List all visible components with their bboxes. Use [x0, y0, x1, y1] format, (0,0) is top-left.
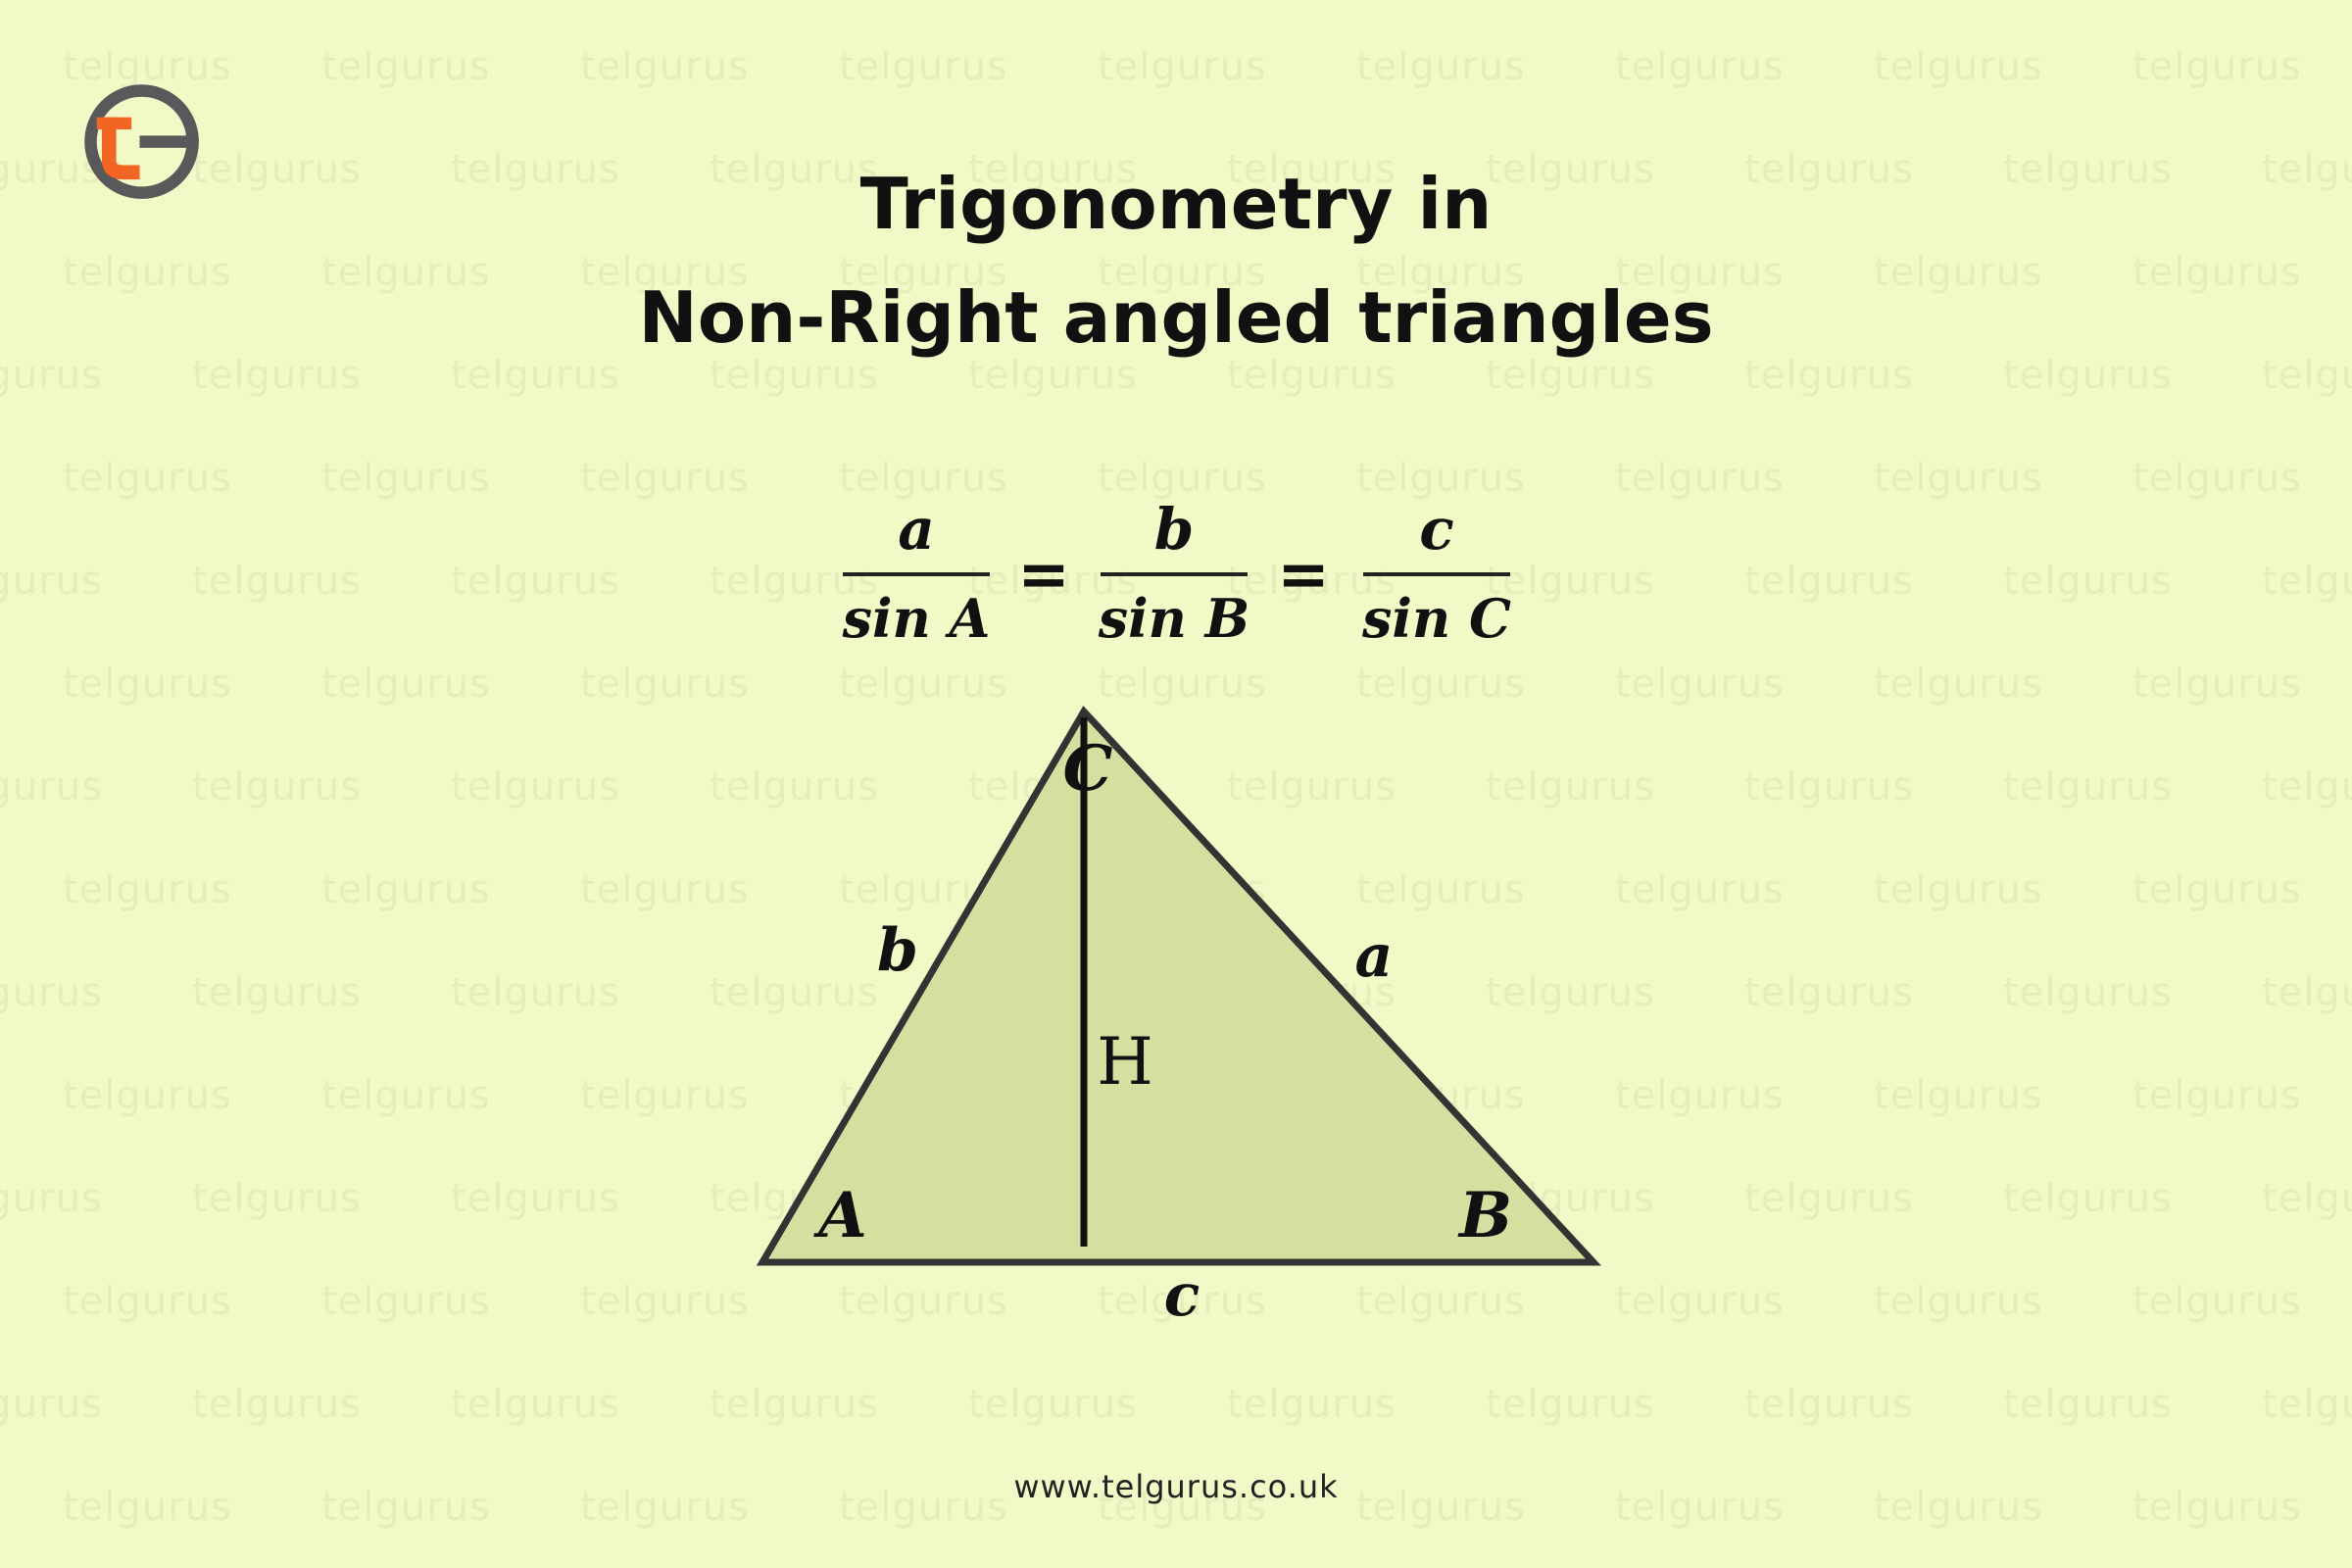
watermark-text: telgurus [192, 559, 362, 604]
sine-rule-formula: a sin A = b sin B = c sin C [842, 496, 1511, 650]
watermark-text: telgurus [580, 456, 750, 501]
watermark-text: telgurus [1874, 662, 2043, 707]
watermark-text: telgurus [1615, 456, 1785, 501]
watermark-text: telgurus [2003, 1382, 2173, 1427]
watermark-text: telgurus [1356, 44, 1526, 89]
watermark-text: telgurus [0, 1176, 103, 1221]
watermark-text: telgurus [1874, 456, 2043, 501]
title-line-2: Non-Right angled triangles [638, 276, 1714, 359]
watermark-text: telgurus [1486, 1382, 1655, 1427]
watermark-text: telgurus [1744, 970, 1914, 1015]
watermark-text: telgurus [2132, 1073, 2302, 1118]
watermark-text: telgurus [451, 764, 620, 809]
side-label-a: a [1355, 922, 1394, 991]
watermark-text: telgurus [1615, 867, 1785, 912]
watermark-text: telgurus [2132, 867, 2302, 912]
formula-denominator-sinC: sin C [1361, 587, 1511, 650]
equals-sign-2: = [1277, 539, 1330, 612]
watermark-text: telgurus [580, 44, 750, 89]
watermark-text: telgurus [63, 1073, 232, 1118]
equals-sign-1: = [1017, 539, 1070, 612]
watermark-text: telgurus [1874, 867, 2043, 912]
side-label-c: c [1164, 1261, 1200, 1330]
formula-denominator-sinA: sin A [842, 587, 991, 650]
watermark-text: telgurus [451, 1382, 620, 1427]
vertex-label-B: B [1457, 1179, 1512, 1252]
triangle-shape [756, 706, 1602, 1266]
watermark-text: telgurus [1615, 662, 1785, 707]
watermark-text: telgurus [1615, 1279, 1785, 1324]
watermark-text: telgurus [63, 662, 232, 707]
watermark-text: telgurus [192, 1382, 362, 1427]
watermark-text: telgurus [580, 867, 750, 912]
watermark-text: telgurus [1874, 44, 2043, 89]
watermark-text: telgurus [1874, 1073, 2043, 1118]
watermark-text: telgurus [2003, 1176, 2173, 1221]
watermark-text: telgurus [710, 1382, 879, 1427]
watermark-text: telgurus [2132, 456, 2302, 501]
watermark-text: telgurus [2262, 559, 2352, 604]
watermark-text: telgurus [1615, 44, 1785, 89]
watermark-text: telgurus [580, 1279, 750, 1324]
watermark-text: telgurus [2132, 662, 2302, 707]
watermark-text: telgurus [0, 764, 103, 809]
watermark-text: telgurus [839, 44, 1008, 89]
watermark-text: telgurus [1098, 44, 1267, 89]
watermark-text: telgurus [1615, 1073, 1785, 1118]
watermark-text: telgurus [63, 456, 232, 501]
formula-numerator-a: a [898, 496, 935, 563]
watermark-text: telgurus [1744, 1176, 1914, 1221]
watermark-text: telgurus [321, 867, 491, 912]
side-label-b: b [877, 916, 918, 985]
watermark-text: telgurus [1227, 1382, 1396, 1427]
watermark-text: telgurus [1744, 764, 1914, 809]
watermark-text: telgurus [1874, 1279, 2043, 1324]
watermark-text: telgurus [580, 662, 750, 707]
watermark-text: telgurus [451, 970, 620, 1015]
watermark-text: telgurus [2132, 44, 2302, 89]
watermark-text: telgurus [2003, 559, 2173, 604]
vertex-label-C: C [1063, 732, 1113, 806]
watermark-text: telgurus [451, 1176, 620, 1221]
footer-url: www.telgurus.co.uk [1013, 1468, 1339, 1505]
watermark-text: telgurus [63, 867, 232, 912]
watermark-text: telgurus [2262, 764, 2352, 809]
watermark-text: telgurus [2262, 1176, 2352, 1221]
watermark-text: telgurus [2132, 1279, 2302, 1324]
watermark-text: telgurus [192, 1176, 362, 1221]
formula-denominator-sinB: sin B [1098, 587, 1250, 650]
watermark-text: telgurus [0, 559, 103, 604]
telgurus-logo [84, 84, 199, 199]
watermark-text: telgurus [451, 559, 620, 604]
watermark-text: telgurus [968, 1382, 1138, 1427]
height-label-H: H [1097, 1024, 1153, 1100]
title-line-1: Trigonometry in [859, 163, 1493, 245]
formula-numerator-b: b [1154, 496, 1195, 563]
formula-numerator-c: c [1419, 496, 1453, 563]
watermark-text: telgurus [321, 1279, 491, 1324]
page-title: Trigonometry in Non-Right angled triangl… [0, 147, 2352, 374]
watermark-text: telgurus [192, 764, 362, 809]
vertex-label-A: A [813, 1179, 867, 1252]
watermark-text: telgurus [63, 1279, 232, 1324]
watermark-text: telgurus [0, 1382, 103, 1427]
watermark-text: telgurus [580, 1073, 750, 1118]
watermark-text: telgurus [2262, 970, 2352, 1015]
watermark-text: telgurus [321, 662, 491, 707]
watermark-text: telgurus [2262, 1382, 2352, 1427]
watermark-text: telgurus [321, 1073, 491, 1118]
watermark-text: telgurus [321, 44, 491, 89]
watermark-text: telgurus [192, 970, 362, 1015]
watermark-text: telgurus [321, 456, 491, 501]
watermark-text: telgurus [2003, 970, 2173, 1015]
triangle-diagram: C A B b a c H [756, 706, 1602, 1330]
watermark-text: telgurus [1744, 559, 1914, 604]
watermark-text: telgurus [2003, 764, 2173, 809]
watermark-text: telgurus [1744, 1382, 1914, 1427]
watermark-text: telgurus [0, 970, 103, 1015]
